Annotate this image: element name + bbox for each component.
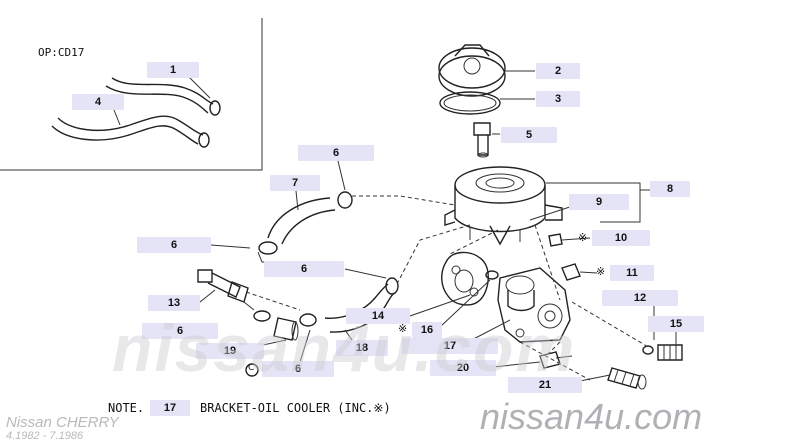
part-label-21[interactable]: 21	[508, 377, 582, 393]
route-line-d	[534, 224, 561, 301]
part-label-11[interactable]: 11	[610, 265, 654, 281]
note-prefix: NOTE.	[108, 401, 145, 415]
leader-10	[561, 237, 591, 241]
circle-c-text: C	[248, 363, 255, 373]
part-label-18[interactable]: 18	[336, 340, 388, 356]
part-label-14[interactable]: 14	[346, 308, 410, 324]
part-label-20[interactable]: 20	[430, 360, 496, 376]
leader-7	[295, 190, 299, 211]
star-mark-10: ※	[578, 231, 588, 244]
oil-filter-cap	[438, 44, 506, 97]
leader-6e	[299, 329, 311, 363]
leader-14	[409, 294, 471, 317]
watermark-site: nissan4u.com	[480, 396, 703, 437]
leader-16	[439, 279, 491, 328]
route-line-g	[519, 341, 591, 381]
bolt-15	[657, 344, 683, 361]
clamp-small	[243, 301, 271, 322]
hose-1	[105, 77, 221, 116]
hose-4	[51, 115, 210, 148]
part-label-6-mid[interactable]: 6	[264, 261, 344, 277]
option-inset-border	[0, 18, 263, 171]
leader-18	[344, 329, 353, 341]
star-mark-16: ※	[398, 322, 408, 335]
part-label-7[interactable]: 7	[270, 175, 320, 191]
bolt-21	[607, 367, 647, 390]
part-label-15[interactable]: 15	[648, 316, 704, 332]
watermark-center: nissan4u.com	[112, 311, 577, 385]
part-label-1[interactable]: 1	[147, 62, 199, 78]
plug-11	[561, 263, 581, 281]
leader-21	[579, 374, 611, 382]
route-line-a	[352, 195, 456, 206]
leader-8-bracket	[546, 182, 650, 223]
part-label-6-mid-left[interactable]: 6	[137, 237, 211, 253]
part-label-4[interactable]: 4	[72, 94, 124, 110]
leader-6c	[344, 268, 387, 279]
part-label-2[interactable]: 2	[536, 63, 580, 79]
part-label-13[interactable]: 13	[148, 295, 200, 311]
hose-piece-19	[273, 317, 299, 341]
circle-c-marker	[245, 363, 259, 377]
part-label-6-bottom[interactable]: 6	[262, 361, 334, 377]
gasket-14	[441, 251, 489, 306]
leader-6a	[337, 160, 346, 191]
route-line-b	[397, 224, 471, 283]
part-label-19[interactable]: 19	[196, 343, 264, 359]
route-line-f	[547, 341, 561, 355]
plug-10	[548, 233, 563, 247]
note-text: BRACKET-OIL COOLER (INC.※)	[200, 401, 391, 415]
washer-12	[642, 345, 654, 355]
oil-cooler-body	[444, 166, 563, 246]
leader-11	[579, 271, 598, 274]
hose-7	[257, 191, 353, 263]
connector-bolt	[473, 122, 491, 158]
watermark-dates: 4.1982 - 7.1986	[6, 430, 84, 442]
part-label-9[interactable]: 9	[569, 194, 629, 210]
route-line-h	[245, 291, 301, 311]
route-line-c	[447, 229, 499, 256]
o-ring	[439, 91, 501, 115]
small-o-ring	[485, 270, 499, 280]
part-label-3[interactable]: 3	[536, 91, 580, 107]
part-label-6-lower-left[interactable]: 6	[142, 323, 218, 339]
watermark-brand: Nissan CHERRY	[6, 414, 119, 431]
route-line-e	[571, 301, 651, 349]
part-label-12[interactable]: 12	[602, 290, 678, 306]
bracket-17	[497, 267, 571, 343]
part-label-10[interactable]: 10	[592, 230, 650, 246]
part-label-6-top[interactable]: 6	[298, 145, 374, 161]
star-mark-11: ※	[596, 265, 606, 278]
part-label-8[interactable]: 8	[650, 181, 690, 197]
part-label-16[interactable]: 16	[412, 322, 442, 338]
note-part-label-17[interactable]: 17	[150, 400, 190, 416]
leader-6b	[210, 244, 251, 249]
option-code: OP:CD17	[38, 46, 85, 59]
part-label-17[interactable]: 17	[402, 338, 498, 354]
part-label-5[interactable]: 5	[501, 127, 557, 143]
